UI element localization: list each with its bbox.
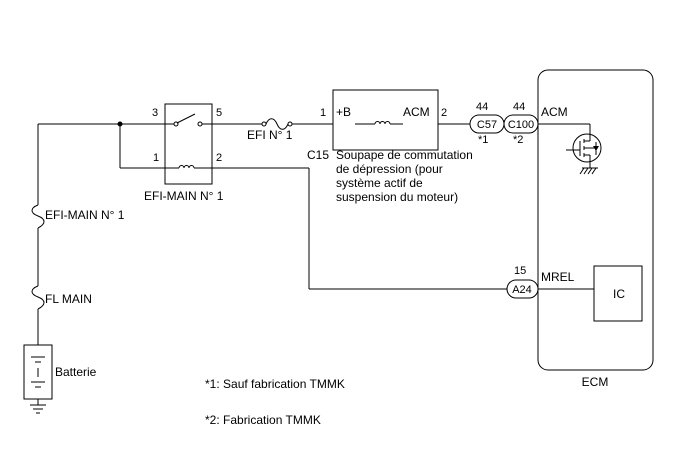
valve-c15 (332, 89, 439, 151)
fuse-efi-label: EFI N° 1 (247, 128, 293, 142)
fuse-efi-main-label: EFI-MAIN N° 1 (45, 208, 125, 222)
note-star-1: *1: Sauf fabrication TMMK (205, 377, 345, 391)
fuse-fl-main-label: FL MAIN (45, 292, 92, 306)
ground-icon (30, 404, 46, 414)
ecm-acm-label: ACM (541, 105, 568, 119)
battery (23, 344, 53, 405)
ground-icon (579, 167, 598, 175)
valve-code: C15 (307, 148, 329, 162)
relay-efi-main (164, 103, 213, 185)
fuse-efi-main-symbol (31, 204, 45, 229)
fuse-efi-symbol (261, 118, 293, 130)
ic-box (593, 265, 643, 322)
connector-c57-label: C57 (477, 119, 497, 131)
connector-c100-note: *2 (513, 134, 523, 146)
valve-desc-line-2: de dépression (pour (336, 162, 443, 176)
ic-label: IC (613, 287, 625, 301)
ecm-mrel-label: MREL (541, 270, 575, 284)
battery-label: Batterie (55, 365, 97, 379)
note-star-2: *2: Fabrication TMMK (205, 413, 321, 427)
relay-pin-5: 5 (216, 107, 222, 119)
connector-c100-pin: 44 (513, 101, 525, 113)
valve-acm-label: ACM (403, 105, 430, 119)
relay-pin-1: 1 (153, 152, 159, 164)
connector-a24-label: A24 (512, 284, 532, 296)
connector-a24-pin: 15 (514, 265, 526, 277)
valve-desc-line-4: suspension du moteur) (336, 190, 458, 204)
valve-pin-1: 1 (320, 107, 326, 119)
relay-pin-3: 3 (152, 107, 158, 119)
ecm-box (537, 69, 654, 371)
junction-dot (117, 121, 123, 127)
connector-c57-pin: 44 (476, 101, 488, 113)
connector-c57-note: *1 (478, 134, 488, 146)
valve-plus-b: +B (336, 105, 351, 119)
ecm-label: ECM (582, 375, 609, 389)
transistor-icon (548, 123, 602, 168)
fuse-fl-main-symbol (31, 285, 45, 310)
valve-desc-line-1: Soupape de commutation (336, 148, 473, 162)
relay-pin-2: 2 (216, 152, 222, 164)
relay-label: EFI-MAIN N° 1 (144, 189, 224, 203)
valve-pin-2: 2 (441, 107, 447, 119)
connector-c100-label: C100 (508, 119, 534, 131)
valve-desc-line-3: système actif de (336, 176, 423, 190)
wires (37, 123, 548, 345)
